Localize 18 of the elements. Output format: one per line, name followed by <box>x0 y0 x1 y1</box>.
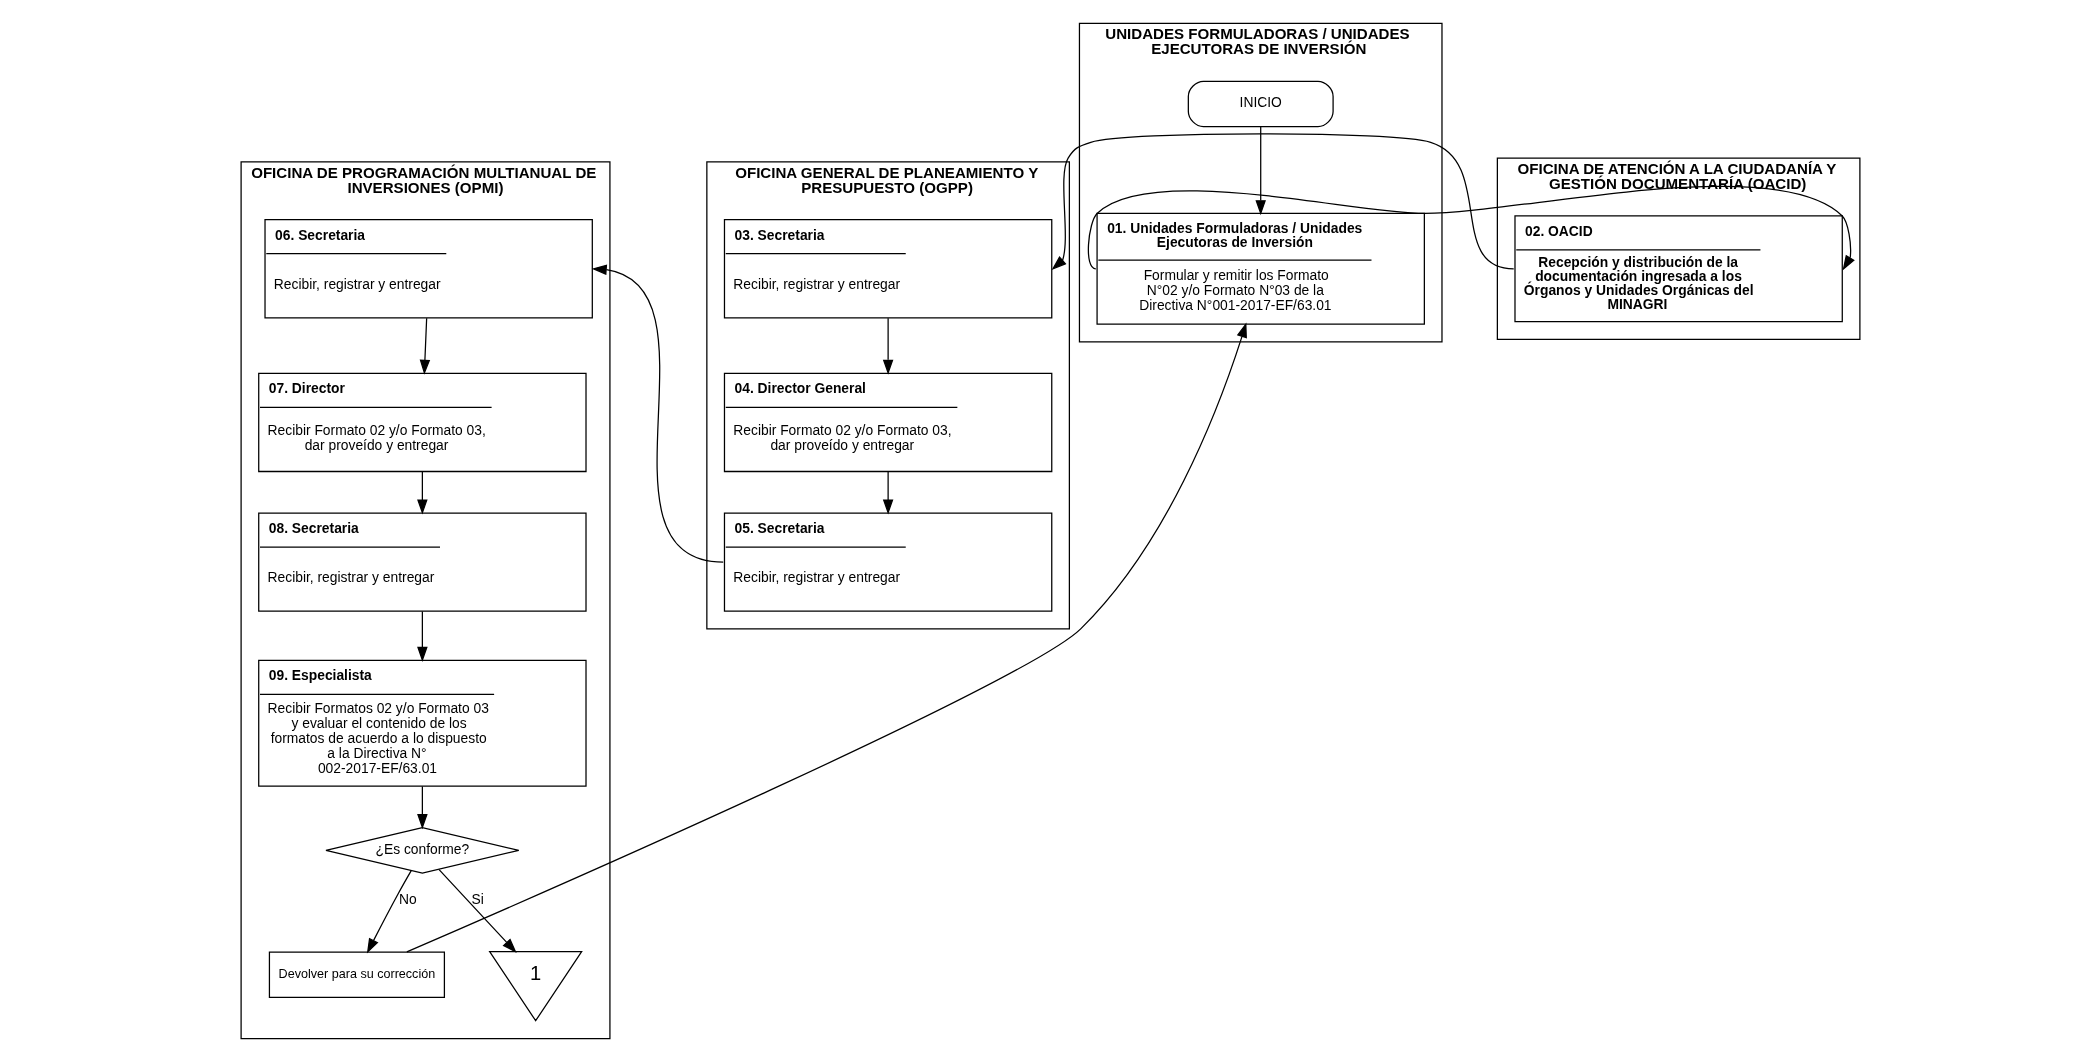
arrow <box>882 317 893 375</box>
arrow <box>437 869 517 954</box>
arrow <box>1051 133 1514 271</box>
edge-label: Si <box>471 891 484 908</box>
node-box: Devolver para su corrección <box>268 951 445 998</box>
arrow <box>416 471 428 515</box>
arrow <box>1254 126 1266 216</box>
node-box: INICIO <box>1187 80 1334 128</box>
edge-label: No <box>398 891 417 908</box>
arrow <box>366 869 412 954</box>
arrow <box>1087 185 1855 271</box>
arrow <box>405 322 1247 953</box>
node-diamond: ¿Es conforme? <box>324 827 519 874</box>
arrow <box>416 785 428 830</box>
arrow <box>416 610 428 662</box>
arrow <box>882 471 893 515</box>
arrow <box>419 317 430 375</box>
arrow <box>591 264 724 563</box>
